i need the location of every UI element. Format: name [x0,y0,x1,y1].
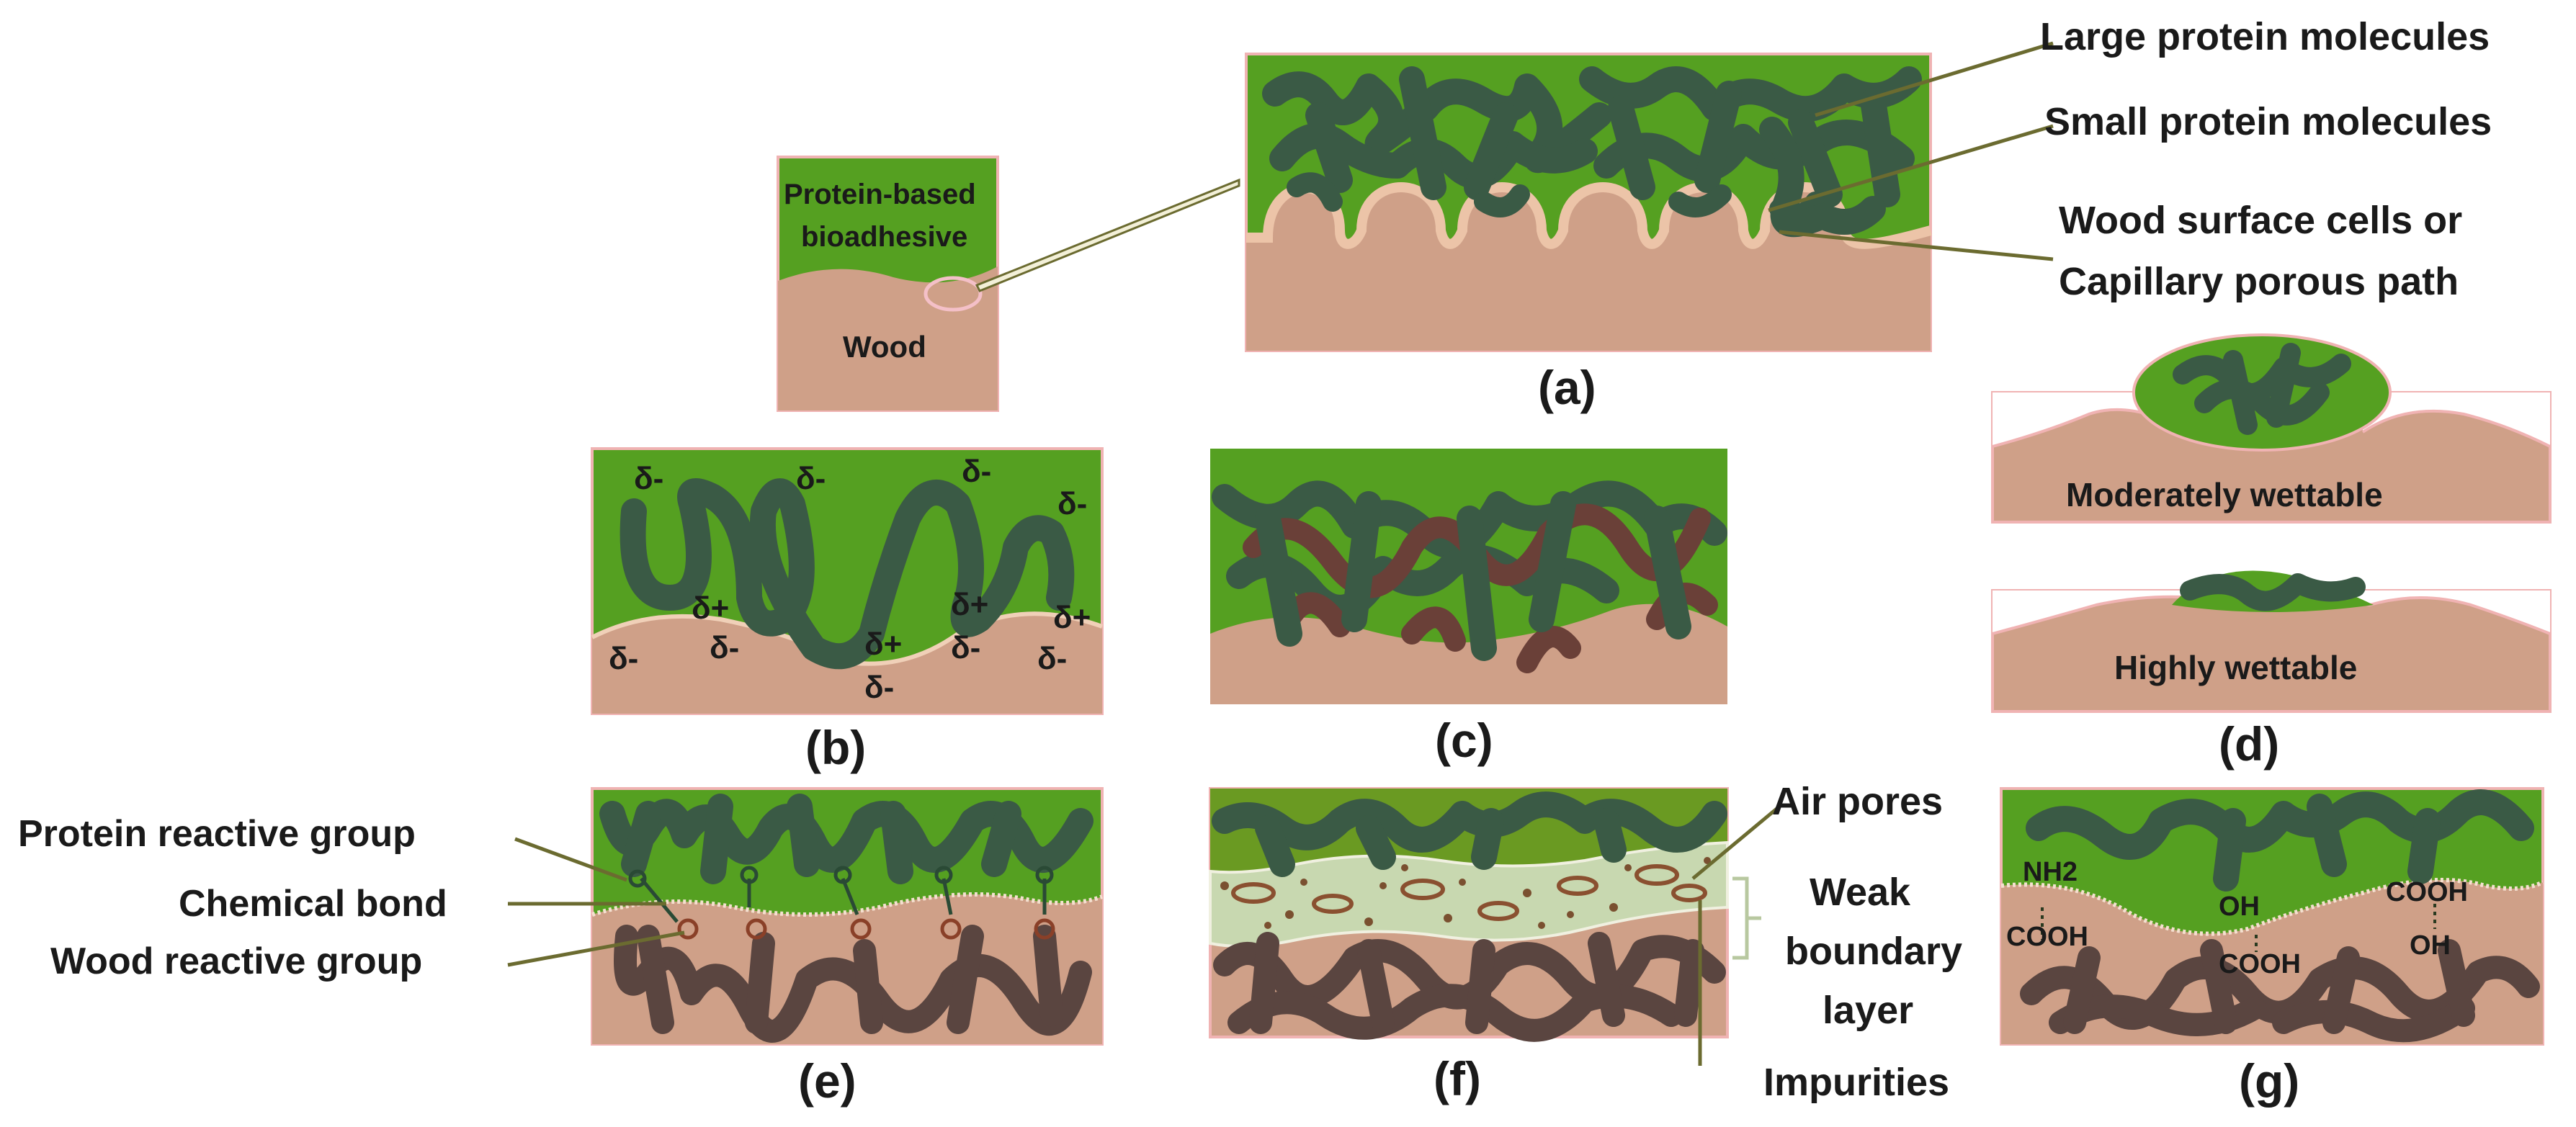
callout-small-protein: Small protein molecules [2044,100,2492,143]
callout-large-protein: Large protein molecules [2040,15,2490,58]
panel-d-high [1991,570,2552,713]
delta-neg: δ- [710,630,740,665]
weak-boundary-line3: layer [1823,989,1914,1032]
delta-neg: δ- [796,461,826,496]
caption-d: (d) [2219,717,2280,771]
caption-c: (c) [1435,714,1493,767]
delta-pos: δ+ [1053,600,1091,635]
weak-boundary-line2: boundary [1785,930,1963,973]
callout-wood-cells-line2: Capillary porous path [2059,260,2459,303]
impurities-label: Impurities [1763,1061,1950,1104]
delta-neg: δ- [634,461,664,496]
panel-f [1209,787,1781,1066]
delta-neg: δ- [1057,486,1088,521]
delta-pos: δ+ [692,591,730,626]
wood-label: Wood [843,330,926,364]
zoom-ring [923,276,983,312]
oh-right-label: OH [2410,930,2451,961]
weak-boundary-line1: Weak [1810,871,1911,914]
callout-wood-cells-line1: Wood surface cells or [2059,199,2463,242]
adhesive-label-line2: bioadhesive [801,221,968,253]
caption-g: (g) [2239,1054,2300,1108]
panel-b [591,447,1104,715]
panel-d-moderate [1991,333,2552,524]
delta-neg: δ- [609,641,639,676]
caption-a: (a) [1538,361,1596,414]
chemical-bond-label: Chemical bond [179,883,447,925]
cooh-left-label: COOH [2006,922,2088,952]
panel-c [1210,449,1727,704]
cooh-mid-label: COOH [2219,949,2301,979]
delta-neg: δ- [1037,641,1068,676]
delta-neg: δ- [864,670,895,705]
panel-a-callouts [1768,41,2054,261]
oh-mid-label: OH [2219,892,2260,922]
panel-a [1245,53,1932,352]
delta-neg: δ- [951,630,981,665]
delta-pos: δ+ [951,587,989,622]
nh2-label: NH2 [2023,857,2078,887]
overview-panel [777,156,1240,412]
panel-g [2000,787,2544,1046]
caption-f: (f) [1434,1052,1481,1105]
protein-reactive-group-label: Protein reactive group [18,813,416,855]
delta-pos: δ+ [864,627,903,662]
panel-e [507,787,1104,1046]
delta-neg: δ- [962,454,992,489]
air-pores-label: Air pores [1772,780,1944,823]
moderately-wettable-label: Moderately wettable [2066,476,2383,513]
highly-wettable-label: Highly wettable [2114,649,2358,686]
caption-b: (b) [805,721,867,774]
wood-reactive-group-label: Wood reactive group [50,940,423,982]
cooh-right-label: COOH [2386,877,2468,907]
caption-e: (e) [798,1054,857,1108]
adhesive-label-line1: Protein-based [784,179,976,210]
